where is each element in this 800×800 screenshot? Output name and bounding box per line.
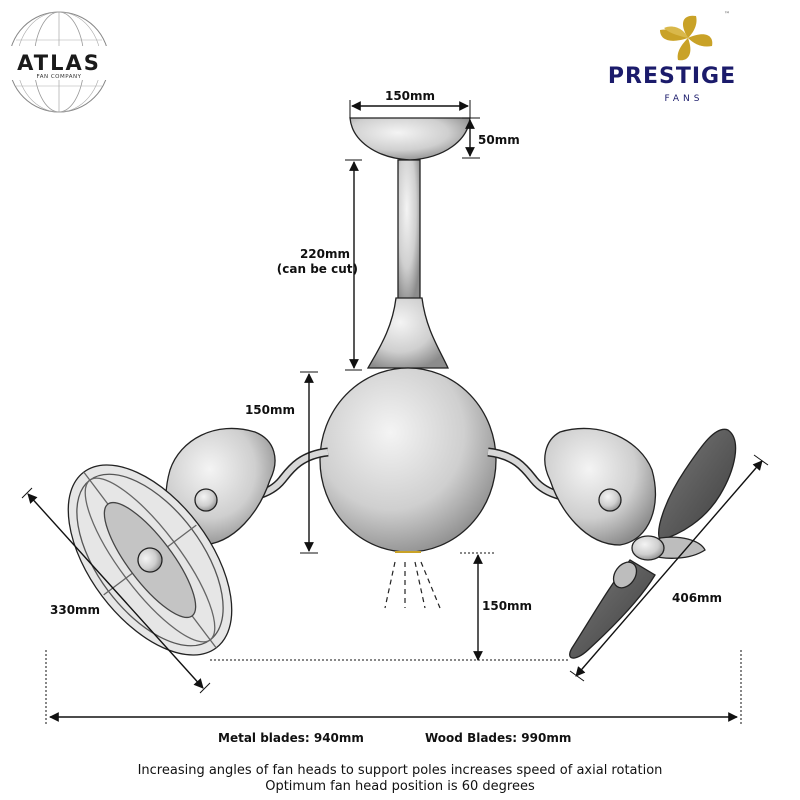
motor-housing bbox=[319, 367, 497, 553]
motor-height-label: 150mm bbox=[245, 403, 295, 417]
wood-blade-span-label: 406mm bbox=[672, 591, 722, 605]
metal-blades-width-label: Metal blades: 940mm bbox=[218, 731, 364, 745]
atlas-logo: ATLAS FAN COMPANY bbox=[8, 11, 110, 113]
svg-text:™: ™ bbox=[724, 11, 730, 18]
downrod-note-label: (can be cut) bbox=[277, 262, 358, 276]
caption-line-1: Increasing angles of fan heads to suppor… bbox=[137, 763, 663, 778]
prestige-logo: ™ PRESTIGE FANS bbox=[608, 11, 736, 104]
atlas-tagline: FAN COMPANY bbox=[37, 74, 82, 80]
prestige-fan-icon: ™ bbox=[660, 11, 730, 61]
prestige-subtitle: FANS bbox=[665, 94, 704, 104]
light-drop-label: 150mm bbox=[482, 599, 532, 613]
canopy-width-label: 150mm bbox=[385, 89, 435, 103]
canopy-height-label: 50mm bbox=[478, 133, 520, 147]
light-beam-lines bbox=[384, 561, 441, 609]
metal-head-diameter-label: 330mm bbox=[50, 603, 100, 617]
canopy bbox=[349, 117, 471, 161]
atlas-name: ATLAS bbox=[17, 51, 101, 75]
dimension-lines bbox=[21, 100, 769, 726]
motor-neck bbox=[366, 297, 450, 369]
downrod bbox=[397, 159, 421, 301]
downrod-length-label: 220mm bbox=[300, 247, 350, 261]
wood-blades-width-label: Wood Blades: 990mm bbox=[425, 731, 571, 745]
right-fan-head bbox=[544, 427, 657, 546]
caption-line-2: Optimum fan head position is 60 degrees bbox=[265, 779, 535, 794]
prestige-name: PRESTIGE bbox=[608, 64, 736, 89]
fan-illustration bbox=[67, 117, 737, 659]
